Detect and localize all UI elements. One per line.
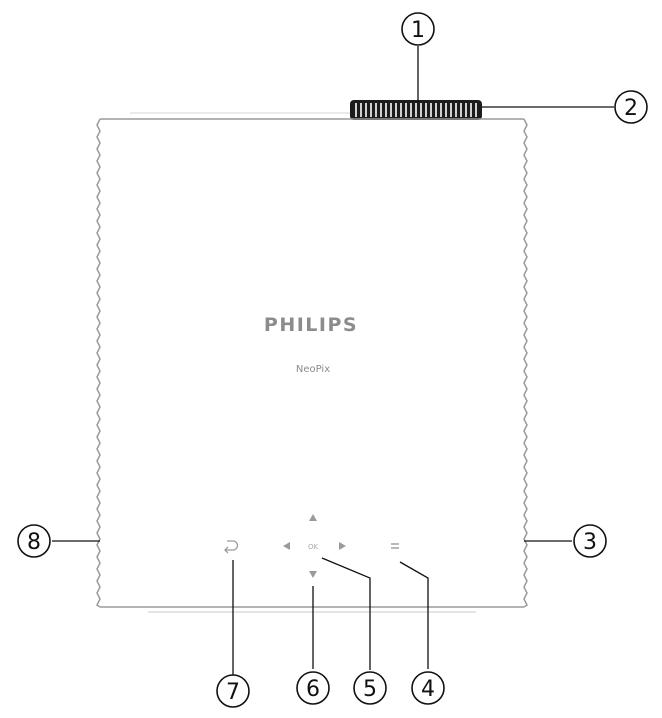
up-arrow-button-icon[interactable] [309,514,317,521]
back-button-icon[interactable] [224,540,239,554]
menu-button-icon[interactable] [391,543,399,549]
brand-logo: PHILIPS [264,314,358,336]
callout-3: 3 [573,524,607,558]
callout-4: 4 [411,671,445,705]
callout-6: 6 [296,671,330,705]
svg-text:6: 6 [306,677,320,702]
svg-text:5: 5 [363,677,377,702]
right-side-ventilation [523,118,528,608]
leader-lines [52,46,614,675]
callout-1: 1 [401,12,435,46]
left-side-ventilation [96,118,101,608]
model-name: NeoPix [296,364,330,375]
right-arrow-button-icon[interactable] [339,542,346,550]
svg-text:7: 7 [226,680,240,705]
ok-button[interactable]: OK [308,543,319,551]
callout-5: 5 [353,671,387,705]
focus-wheel [350,100,482,120]
svg-text:2: 2 [624,96,638,121]
callout-8: 8 [17,524,51,558]
left-arrow-button-icon[interactable] [283,542,290,550]
svg-text:8: 8 [27,530,41,555]
svg-text:4: 4 [421,677,435,702]
svg-text:3: 3 [583,530,597,555]
projector-body [96,112,528,613]
control-panel: OK [224,514,399,578]
callout-7: 7 [216,674,250,708]
svg-text:1: 1 [411,18,425,43]
callout-2: 2 [614,90,648,124]
down-arrow-button-icon[interactable] [309,571,317,578]
